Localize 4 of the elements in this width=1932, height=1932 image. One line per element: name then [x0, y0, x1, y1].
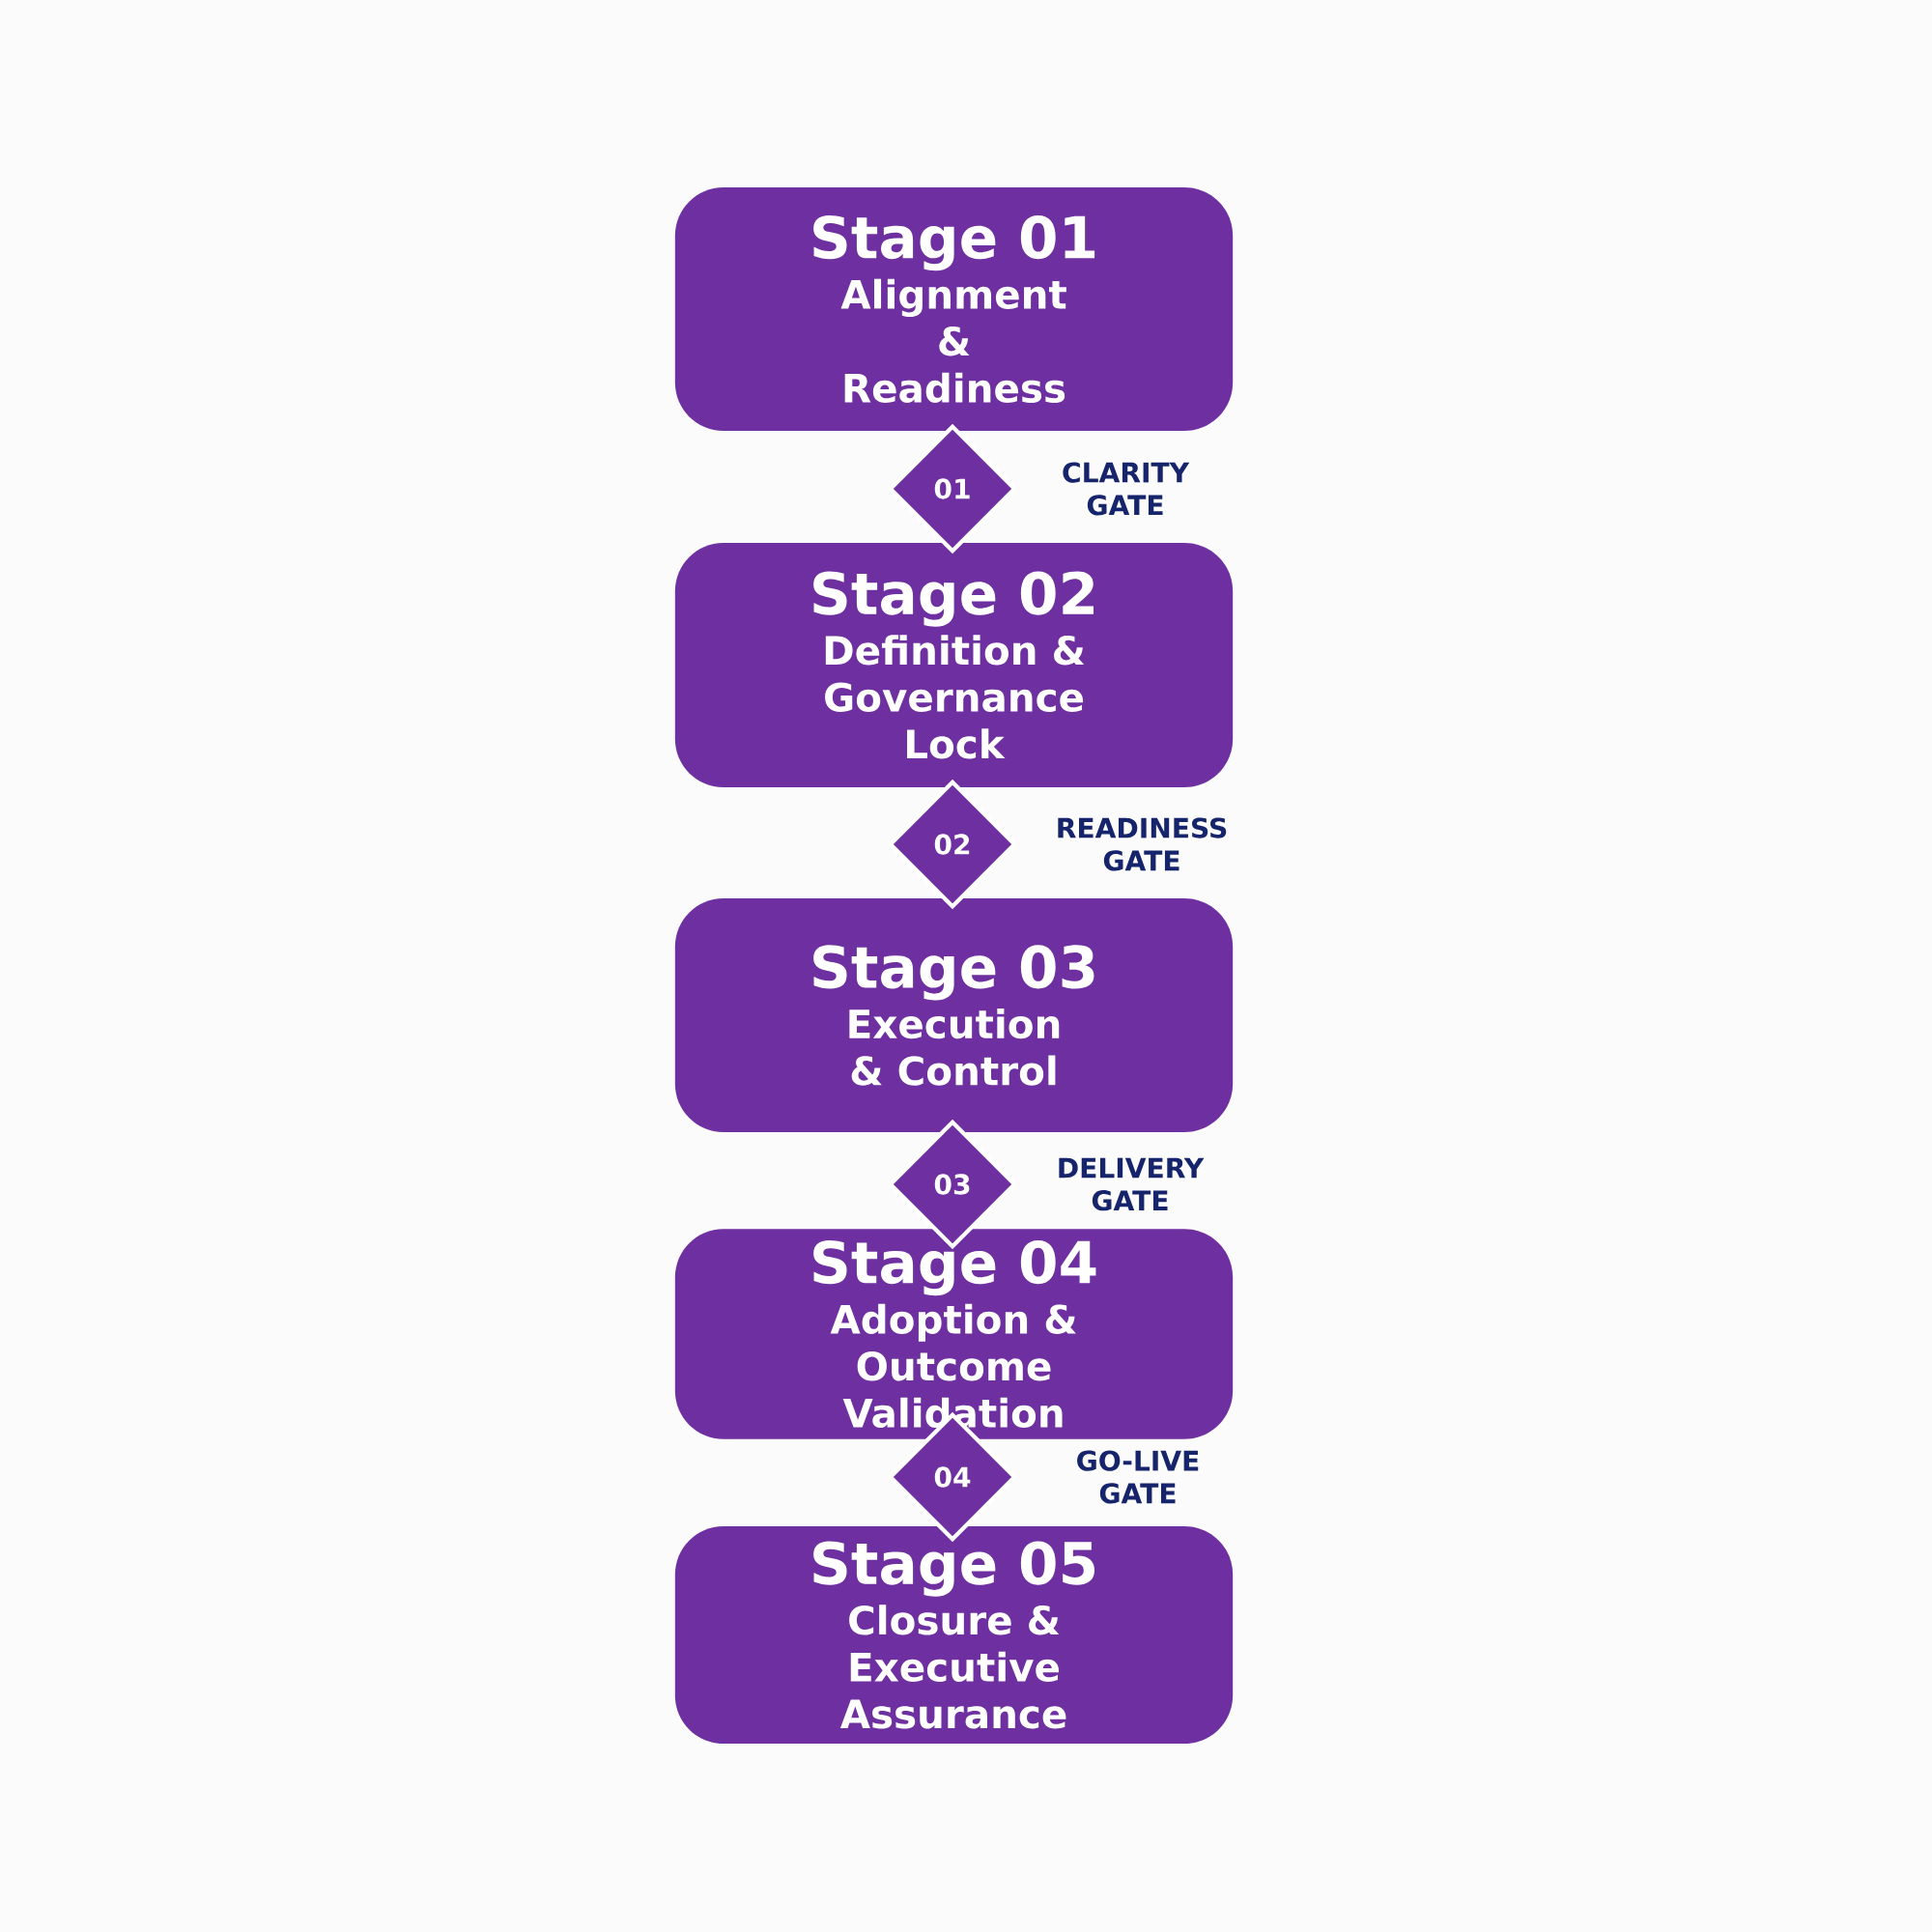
gate-label: CLARITY GATE	[1063, 462, 1190, 516]
gate-label: READINESS GATE	[1058, 817, 1227, 871]
gate-label: GO-LIVE GATE	[1077, 1450, 1199, 1504]
gate-label: DELIVERY GATE	[1059, 1157, 1205, 1211]
